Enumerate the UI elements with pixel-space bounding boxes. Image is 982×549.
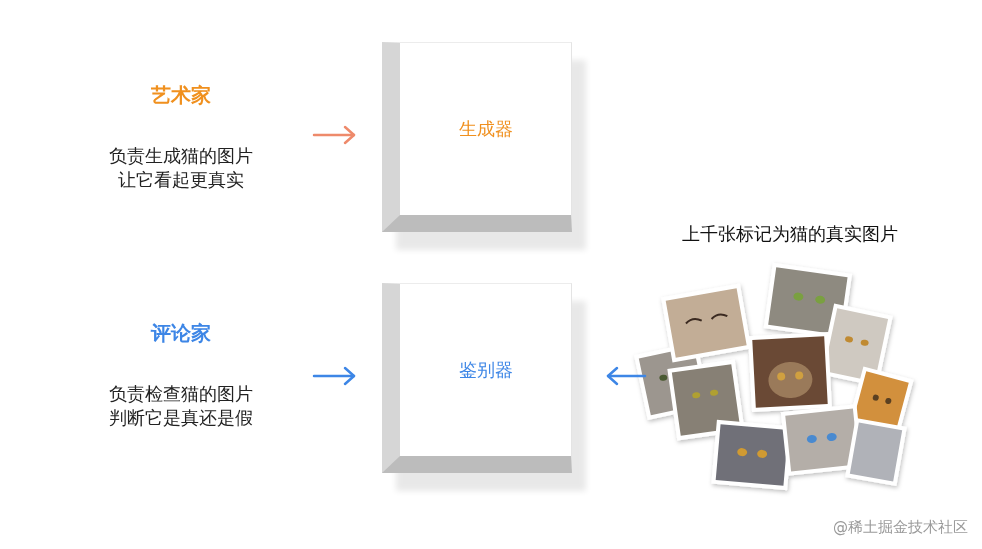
role-description-text: 负责生成猫的图片 让它看起更真实 bbox=[104, 144, 259, 192]
box-label: 鉴别器 bbox=[453, 352, 519, 388]
process-box: 生成器 bbox=[382, 42, 572, 232]
role-description: 艺术家负责生成猫的图片 让它看起更真实 bbox=[70, 82, 292, 192]
process-box: 鉴别器 bbox=[382, 283, 572, 473]
arrow-head bbox=[345, 127, 354, 143]
role-title: 评论家 bbox=[70, 320, 292, 346]
flow-arrow bbox=[314, 127, 354, 143]
flow-arrow bbox=[608, 368, 645, 384]
box-label: 生成器 bbox=[453, 111, 519, 147]
arrow-head bbox=[608, 368, 617, 384]
role-description-text: 负责检查猫的图片 判断它是真还是假 bbox=[104, 382, 259, 430]
role-description: 评论家负责检查猫的图片 判断它是真还是假 bbox=[70, 320, 292, 430]
arrow-line bbox=[314, 375, 354, 378]
arrow-line bbox=[314, 134, 354, 137]
flow-arrow bbox=[314, 368, 354, 384]
arrow-head bbox=[345, 368, 354, 384]
arrow-line bbox=[608, 375, 645, 378]
group-caption: 上千张标记为猫的真实图片 bbox=[655, 222, 925, 246]
role-title: 艺术家 bbox=[70, 82, 292, 108]
watermark: @稀土掘金技术社区 bbox=[833, 518, 968, 537]
image-group: 上千张标记为猫的真实图片 bbox=[655, 222, 925, 492]
